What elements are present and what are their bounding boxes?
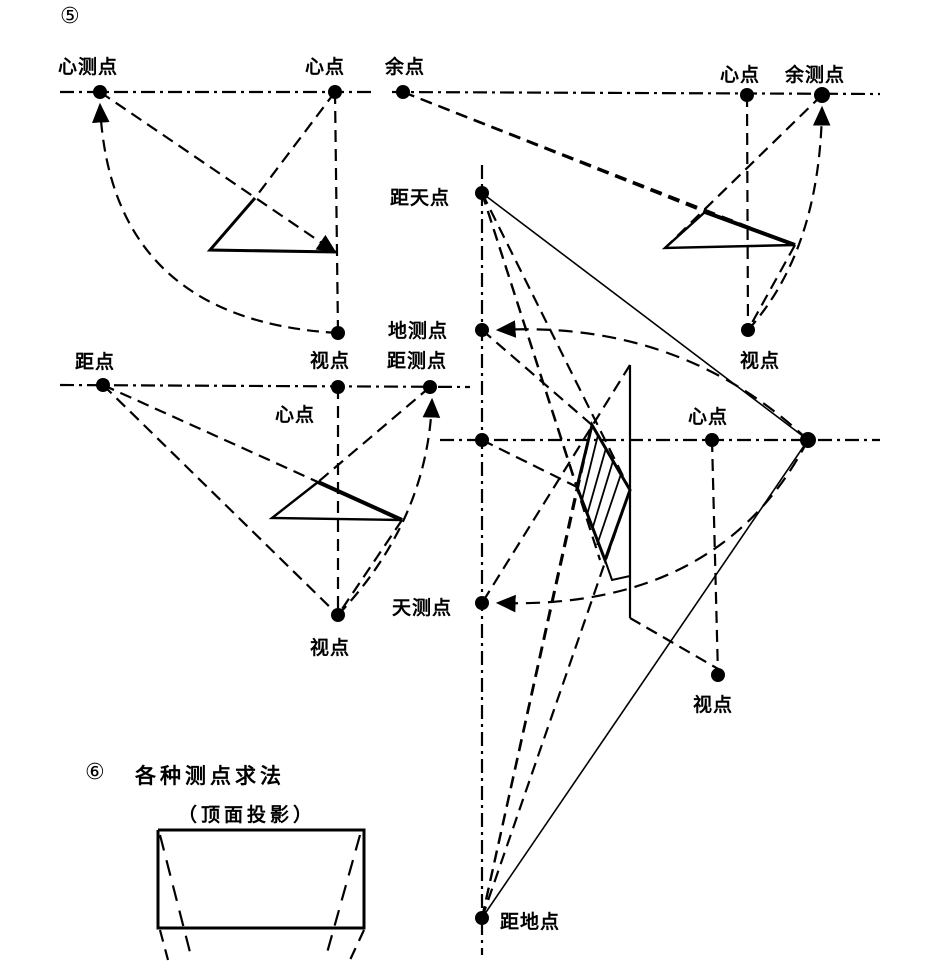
figure-6-subtitle: （顶面投影） (178, 804, 317, 826)
label-ground-measure-point: 地测点 (388, 320, 449, 342)
label-heart-measure-point: 心测点 (58, 56, 119, 78)
figure-6-title: 各种测点求法 (135, 764, 285, 788)
label-heart-point: 心点 (275, 404, 316, 426)
label-ground-distance-point: 距地点 (500, 911, 561, 933)
label-sky-measure-point: 天测点 (392, 597, 453, 619)
label-remainder-point: 余点 (385, 56, 426, 78)
figure-6-number: ⑥ (85, 760, 105, 785)
label-heart-point: 心点 (720, 64, 761, 86)
label-remainder-measure-point: 余测点 (785, 64, 846, 86)
label-view-point: 视点 (310, 637, 351, 659)
label-view-point: 视点 (740, 350, 781, 372)
label-distance-measure-point: 距测点 (387, 350, 448, 372)
label-heart-point: 心点 (688, 406, 729, 428)
label-view-point: 视点 (693, 694, 734, 716)
label-sky-distance-point: 距天点 (390, 187, 451, 209)
figure-5-number: ⑤ (60, 4, 80, 29)
label-distance-point: 距点 (75, 351, 116, 373)
points (93, 85, 830, 925)
label-view-point: 视点 (310, 350, 351, 372)
label-heart-point: 心点 (305, 56, 346, 78)
